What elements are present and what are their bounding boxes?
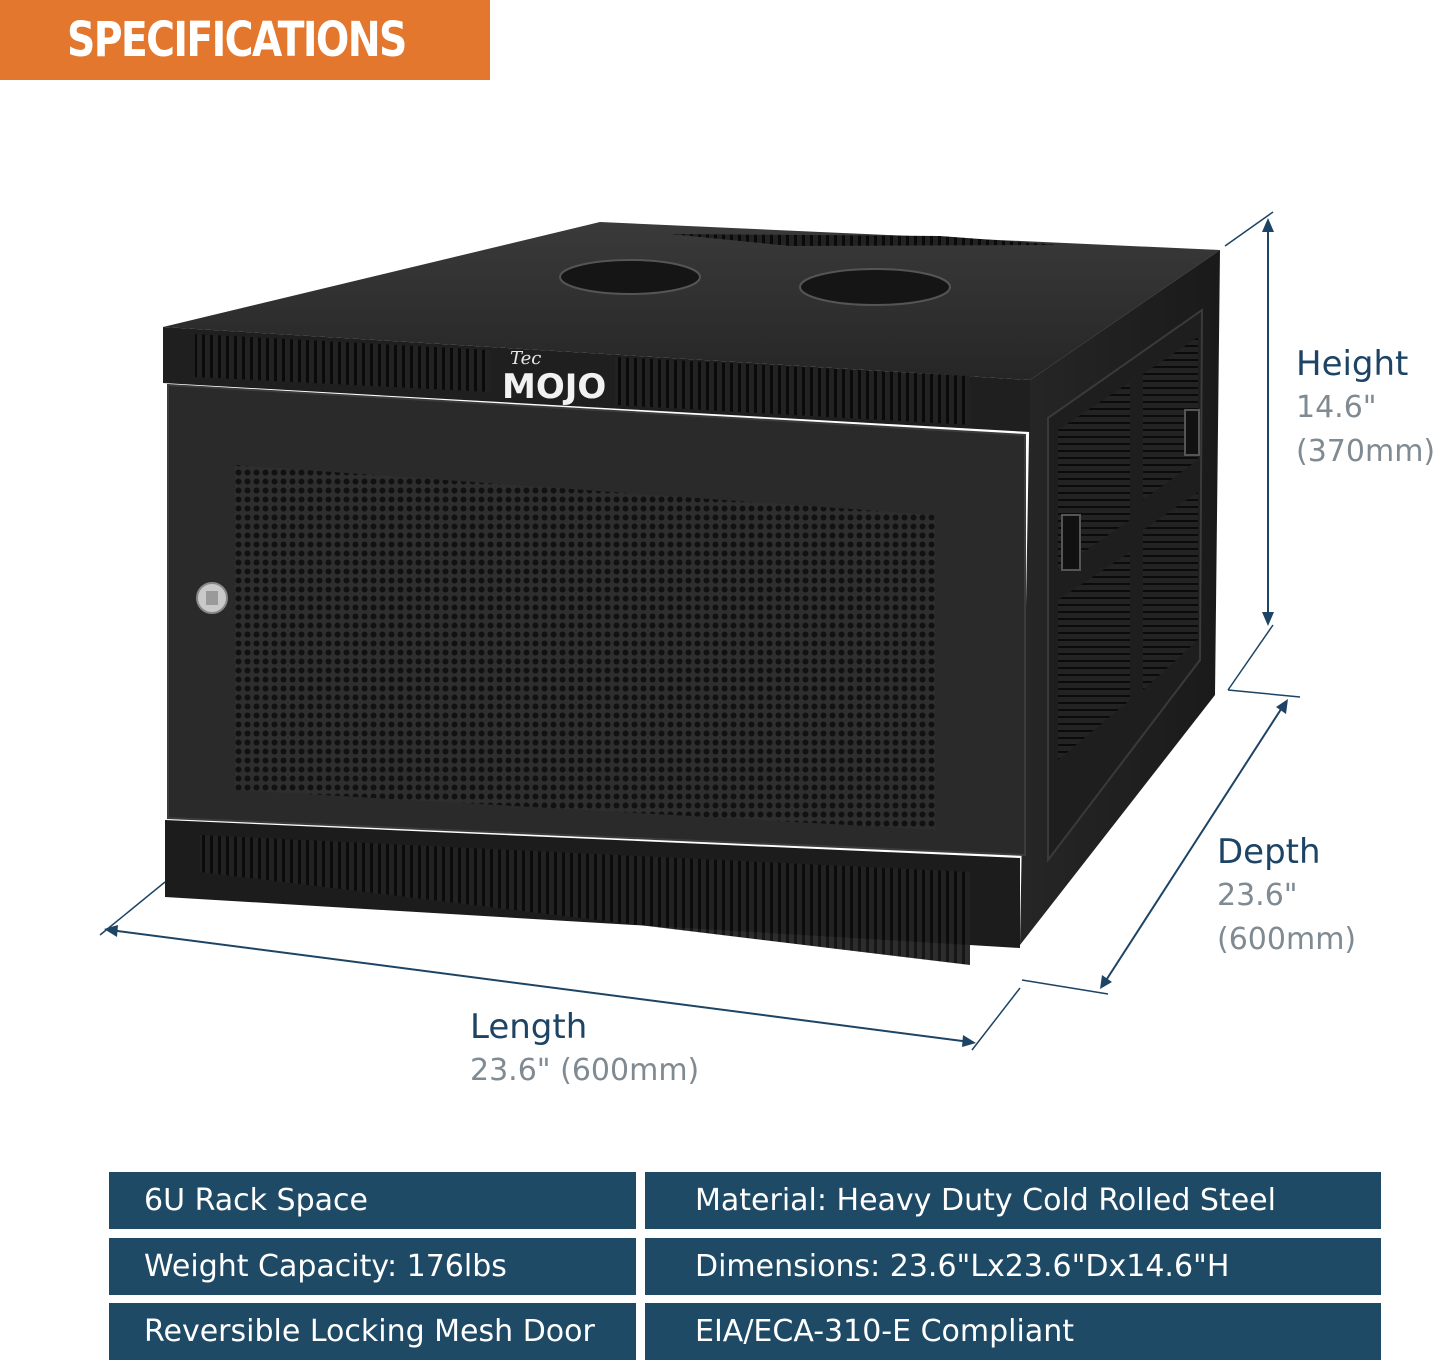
brand-logo-small: Tec: [510, 348, 541, 369]
depth-dimension-line: [1102, 702, 1286, 986]
front-bottom-vents: [200, 835, 970, 965]
brand-logo-large: MOJO: [502, 367, 606, 407]
side-latch-upper-icon: [1184, 409, 1200, 456]
depth-dimension: Depth 23.6" (600mm): [1217, 830, 1356, 962]
depth-arrow-bottom-icon: [1100, 975, 1112, 989]
specifications-banner: SPECIFICATIONS: [0, 0, 490, 80]
rack-cabinet-illustration: Tec MOJO: [99, 211, 1301, 1051]
spec-weight-capacity: Weight Capacity: 176lbs: [109, 1238, 636, 1295]
spec-compliance: EIA/ECA-310-E Compliant: [645, 1303, 1381, 1360]
length-extension-right: [971, 987, 1021, 1051]
spec-dimensions: Dimensions: 23.6"Lx23.6"Dx14.6"H: [645, 1238, 1381, 1295]
length-extension-left: [99, 881, 166, 936]
side-vents-right-lower: [1143, 492, 1198, 690]
depth-extension-bottom: [1021, 979, 1109, 995]
depth-arrow-top-icon: [1276, 699, 1288, 714]
height-extension-bottom: [1227, 624, 1274, 691]
length-value: 23.6" (600mm): [470, 1053, 700, 1088]
depth-extension-top: [1227, 689, 1301, 698]
spec-rack-space: 6U Rack Space: [109, 1172, 636, 1229]
front-top-vents-right: [615, 357, 970, 425]
height-value-in: 14.6": [1296, 390, 1377, 425]
side-vents-right-upper: [1143, 337, 1198, 500]
spec-material: Material: Heavy Duty Cold Rolled Steel: [645, 1172, 1381, 1229]
height-label: Height: [1296, 344, 1409, 384]
door-lock-key-icon: [206, 591, 218, 605]
side-vents-lower: [1058, 552, 1130, 760]
side-latch-icon: [1061, 514, 1081, 571]
length-dimension: Length 23.6" (600mm): [470, 1005, 699, 1093]
depth-value-mm: (600mm): [1217, 922, 1357, 957]
height-arrow-bottom-icon: [1262, 612, 1274, 626]
height-extension-top: [1224, 211, 1274, 247]
height-value-mm: (370mm): [1296, 434, 1436, 469]
cabinet-top: [163, 222, 1220, 380]
depth-label: Depth: [1217, 832, 1321, 872]
banner-title: SPECIFICATIONS: [67, 12, 407, 68]
depth-value-in: 23.6": [1217, 878, 1298, 913]
length-dimension-line: [109, 929, 971, 1043]
length-label: Length: [470, 1007, 588, 1047]
height-dimension: Height 14.6" (370mm): [1296, 342, 1435, 474]
spec-door: Reversible Locking Mesh Door: [109, 1303, 636, 1360]
top-cable-slot: [670, 234, 1060, 246]
front-top-vents-left: [195, 334, 490, 392]
height-arrow-top-icon: [1262, 218, 1274, 232]
door-mesh: [235, 465, 935, 830]
length-arrow-right-icon: [962, 1035, 976, 1047]
fan-left-icon: [559, 259, 701, 295]
fan-right-icon: [799, 268, 951, 306]
